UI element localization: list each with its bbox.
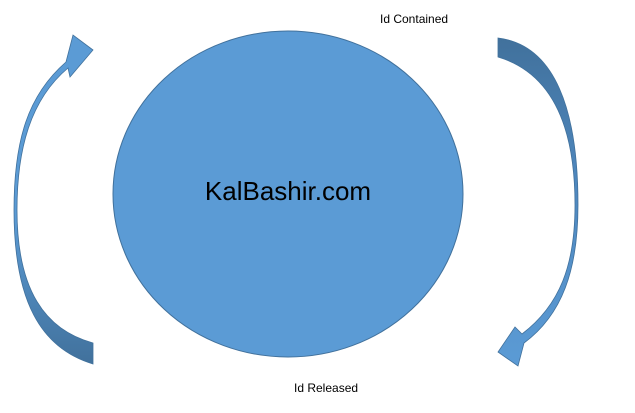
id-released-label: Id Released xyxy=(294,381,359,395)
curved-arrow-down-icon xyxy=(497,37,579,367)
id-contained-label: Id Contained xyxy=(380,12,449,26)
center-circle xyxy=(112,30,464,358)
curved-arrow-up-icon xyxy=(13,34,94,365)
center-label: KalBashir.com xyxy=(204,176,372,206)
